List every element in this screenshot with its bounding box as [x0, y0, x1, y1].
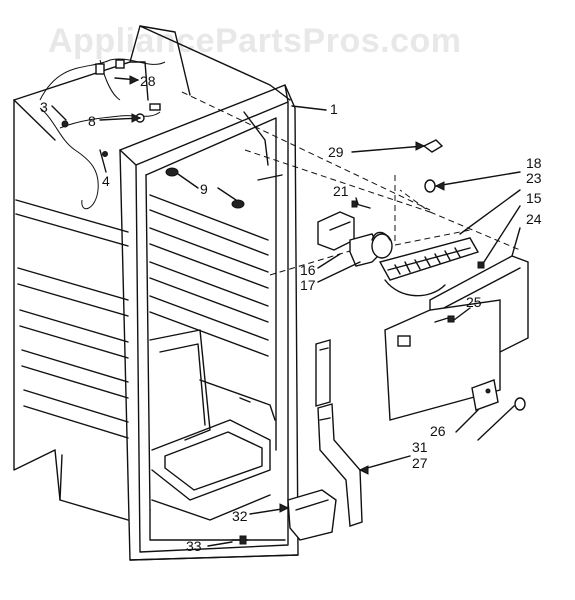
part-25-inner-panel: [384, 299, 501, 421]
part-31-duct: [315, 339, 363, 527]
callout-31: 31: [412, 439, 428, 455]
part-18-grommet: [424, 179, 436, 193]
part-33-screw: [231, 535, 249, 545]
arrowheads: [129, 75, 445, 513]
watermark-logo: AppliancePartsPros.com: [48, 22, 462, 60]
callout-4: 4: [102, 173, 110, 189]
assembly-guide-lines: [181, 91, 521, 276]
callout-15: 15: [526, 190, 542, 206]
part-32-trough: [287, 489, 337, 541]
callout-21: 21: [333, 183, 349, 199]
callout-25: 25: [466, 294, 482, 310]
part-29-clip: [422, 139, 444, 153]
light-sockets: [165, 167, 245, 209]
callout-1: 1: [330, 101, 338, 117]
part-21-screw: [351, 200, 371, 209]
callout-33: 33: [186, 538, 202, 554]
callout-18: 18: [526, 155, 542, 171]
part-26-bracket: [471, 379, 499, 411]
part-23-fan-shroud: [378, 237, 480, 297]
callout-3: 3: [40, 99, 48, 115]
callout-17: 17: [300, 277, 316, 293]
callout-26: 26: [430, 423, 446, 439]
callout-8: 8: [88, 113, 96, 129]
part-16-17-fan-motor: [317, 211, 393, 267]
leader-lines: [51, 77, 521, 547]
part-15-screw: [477, 261, 485, 269]
callout-27: 27: [412, 455, 428, 471]
callout-32: 32: [232, 508, 248, 524]
part-27-grommet: [514, 397, 526, 411]
callout-16: 16: [300, 262, 316, 278]
callout-28: 28: [140, 73, 156, 89]
callout-23: 23: [526, 170, 542, 186]
callout-9: 9: [200, 181, 208, 197]
wiring-harness: [39, 58, 166, 210]
cabinet-liner: [13, 25, 299, 561]
callout-29: 29: [328, 144, 344, 160]
callout-24: 24: [526, 211, 542, 227]
callout-numbers: 1 28 3 8 4 9 29 18 23 21 15 24 16 17 25 …: [40, 73, 542, 554]
